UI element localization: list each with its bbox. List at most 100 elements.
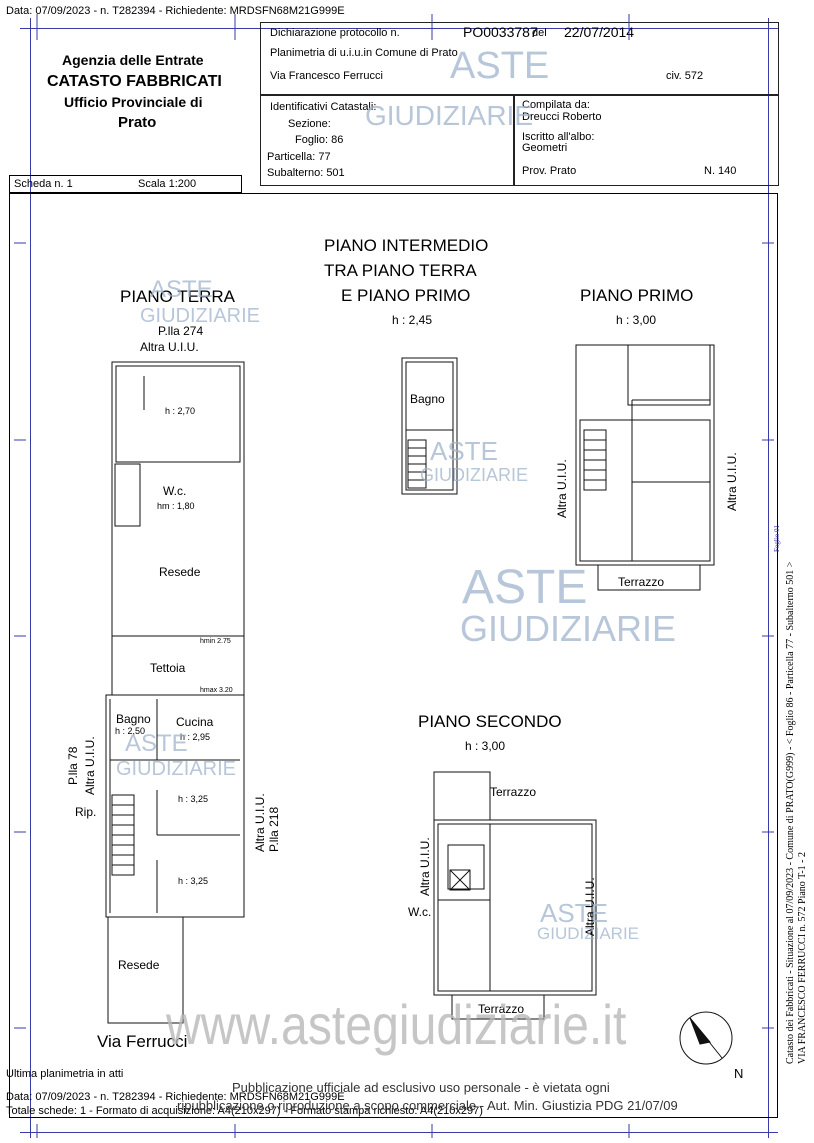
terra-bagno-height: h : 2,50 — [115, 726, 146, 736]
footer-ultima: Ultima planimetria in atti — [6, 1068, 124, 1080]
north-label: N — [734, 1066, 744, 1081]
scheda-box — [9, 175, 242, 193]
footer-pub-line2: ripubblicazione o riproduzione a scopo c… — [177, 1098, 678, 1113]
north-arrow — [679, 1011, 733, 1065]
terra-room-height: h : 2,70 — [165, 406, 196, 416]
piano-secondo-plan — [433, 771, 597, 1020]
frame-left — [30, 18, 31, 1138]
terra-rip: Rip. — [75, 805, 97, 819]
watermark-aste-6: ASTE — [540, 898, 608, 928]
street-name: Via Ferrucci — [97, 1032, 188, 1051]
watermark-url: www.astegiudiziarie.it — [166, 993, 627, 1056]
terra-resede1: Resede — [159, 565, 201, 579]
footer-pub-line1: Pubblicazione ufficiale ad esclusivo uso… — [232, 1080, 610, 1095]
frame-right — [768, 18, 769, 1138]
id-sezione: Sezione: — [288, 118, 331, 130]
primo-right-altra: Altra U.I.U. — [725, 452, 739, 511]
primo-terrazzo: Terrazzo — [618, 575, 665, 589]
office-line4: Prato — [118, 114, 157, 131]
compiled-prov: Prov. Prato — [522, 165, 577, 177]
protocol-number: PO0033787 — [463, 24, 538, 40]
intermedio-title3: E PIANO PRIMO — [341, 286, 471, 305]
secondo-terrazzo-bottom: Terrazzo — [478, 1002, 525, 1016]
footer-totale: Totale schede: 1 - Formato di acquisizio… — [6, 1105, 483, 1117]
terra-room-height-b: h : 3,25 — [178, 876, 209, 886]
compiled-by-label: Compilata da: — [522, 99, 590, 111]
protocol-del: del — [532, 27, 547, 39]
drawing-frame — [9, 193, 778, 1118]
protocol-plan-line: Planimetria di u.i.u.in Comune di Prato — [270, 47, 458, 59]
scheda-label: Scheda n. 1 — [14, 178, 73, 190]
watermark-giudiziarie-2: GIUDIZIARIE — [140, 305, 261, 327]
watermark-aste-5: ASTE — [125, 730, 188, 757]
watermark-giudiziarie-1: GIUDIZIARIE — [365, 100, 534, 131]
watermark-giudiziarie-5: GIUDIZIARIE — [116, 758, 237, 780]
secondo-left-altra: Altra U.I.U. — [418, 837, 432, 896]
primo-height: h : 3,00 — [616, 313, 657, 327]
terra-hmin: hmin 2.75 — [200, 638, 231, 645]
footer-data: Data: 07/09/2023 - n. T282394 - Richiede… — [6, 1091, 345, 1103]
terra-left-altra: Altra U.I.U. — [83, 736, 97, 795]
id-title: Identificativi Catastali: — [270, 101, 377, 113]
terra-right-altra: Altra U.I.U. — [253, 793, 267, 852]
primo-title: PIANO PRIMO — [580, 286, 694, 305]
frame-ticks — [14, 14, 774, 1138]
top-header-text: Data: 07/09/2023 - n. T282394 - Richiede… — [6, 5, 345, 17]
office-line2: CATASTO FABBRICATI — [47, 73, 222, 90]
side-text-2: VIA FRANCESCO FERRUCCI n. 572 Piano T-1 … — [797, 852, 808, 1064]
piano-primo-plan — [575, 344, 715, 591]
protocol-label: Dichiarazione protocollo n. — [270, 27, 400, 39]
terra-neighbor-pll: P.lla 274 — [158, 324, 204, 338]
albo-label: Iscritto all'albo: — [522, 131, 595, 143]
terra-bagno: Bagno — [116, 712, 151, 726]
watermark-aste-2: ASTE — [150, 276, 213, 303]
watermark-aste-1: ASTE — [450, 45, 550, 87]
terra-resede2: Resede — [118, 958, 160, 972]
secondo-height: h : 3,00 — [465, 739, 506, 753]
protocol-date: 22/07/2014 — [564, 24, 635, 40]
frame-bottom — [20, 1132, 778, 1133]
compiled-by-name: Dreucci Roberto — [522, 111, 602, 123]
protocol-street: Via Francesco Ferrucci — [270, 70, 383, 82]
watermark-giudiziarie-3: GIUDIZIARIE — [420, 465, 529, 485]
office-line3: Ufficio Provinciale di — [64, 94, 203, 110]
terra-wc: W.c. — [163, 484, 187, 498]
piano-intermedio-plan — [401, 357, 458, 495]
scheda-scale: Scala 1:200 — [138, 178, 197, 190]
watermark-giudiziarie-4: GIUDIZIARIE — [460, 608, 677, 649]
albo-value: Geometri — [522, 142, 568, 154]
protocol-box — [260, 22, 779, 95]
secondo-terrazzo-top: Terrazzo — [490, 785, 537, 799]
id-subalterno: Subalterno: 501 — [267, 167, 345, 179]
id-foglio: Foglio: 86 — [295, 134, 344, 146]
terra-hmax: hmax 3.20 — [200, 687, 233, 694]
id-particella: Particella: 77 — [267, 151, 331, 163]
secondo-title: PIANO SECONDO — [418, 712, 562, 731]
terra-cucina-height: h : 2,95 — [180, 732, 211, 742]
compiled-box — [514, 95, 779, 186]
watermark-aste-3: ASTE — [430, 436, 498, 466]
terra-left-pll: P.lla 78 — [66, 746, 80, 785]
terra-room-height-a: h : 3,25 — [178, 794, 209, 804]
compiled-number: N. 140 — [704, 165, 737, 177]
terra-neighbor-altra: Altra U.I.U. — [140, 340, 199, 354]
intermedio-title1: PIANO INTERMEDIO — [324, 236, 489, 255]
primo-left-altra: Altra U.I.U. — [555, 459, 569, 518]
terra-hm: hm : 1,80 — [157, 501, 195, 511]
piano-terra-plan — [105, 361, 245, 1024]
identifiers-box — [260, 95, 514, 186]
watermark-aste-4: ASTE — [462, 561, 588, 614]
intermedio-height: h : 2,45 — [392, 313, 433, 327]
side-small-label: Foglio 01 — [773, 524, 781, 552]
watermark-giudiziarie-6: GIUDIZIARIE — [537, 924, 640, 943]
terra-cucina: Cucina — [176, 715, 214, 729]
frame-top — [20, 28, 778, 29]
office-line1: Agenzia delle Entrate — [62, 52, 204, 68]
secondo-wc: W.c. — [408, 905, 432, 919]
intermedio-title2: TRA PIANO TERRA — [324, 261, 477, 280]
side-text-1: Catasto dei Fabbricati - Situazione al 0… — [785, 561, 796, 1064]
terra-tettoia: Tettoia — [150, 661, 186, 675]
terra-right-pll: P.lla 218 — [267, 806, 281, 852]
protocol-civ: civ. 572 — [666, 70, 704, 82]
